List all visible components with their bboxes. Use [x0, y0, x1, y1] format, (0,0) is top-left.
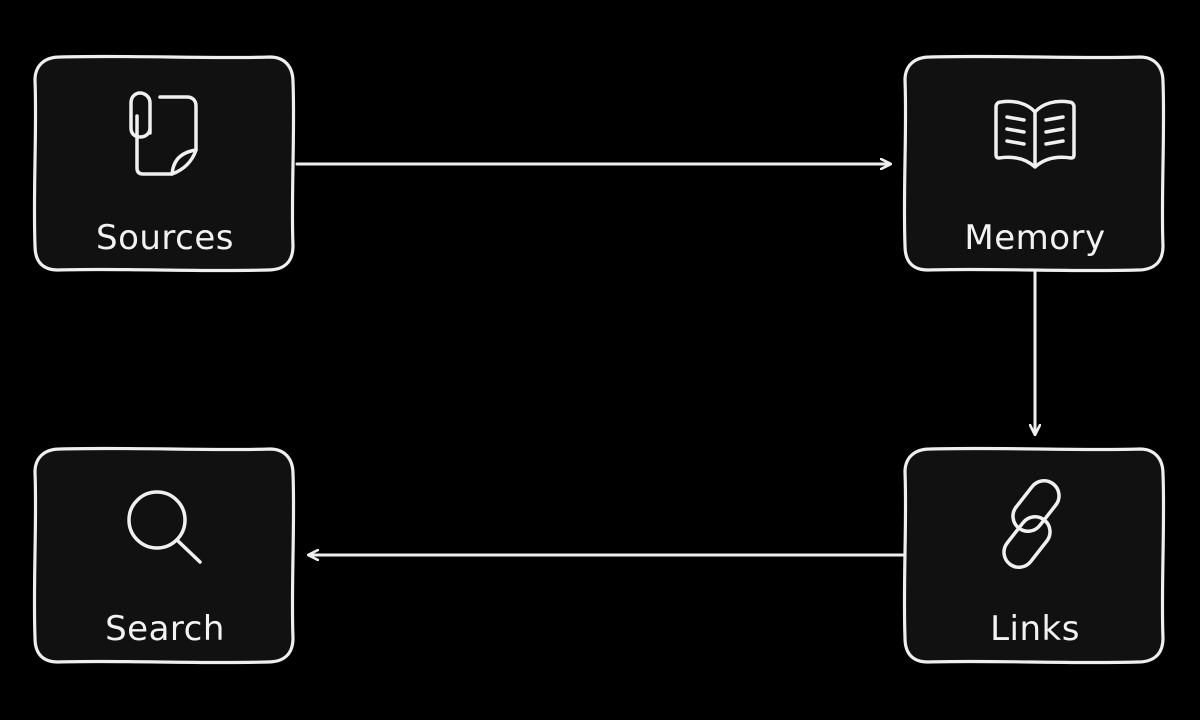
node-search[interactable]: Search: [32, 446, 296, 665]
chain-link-icon: [1002, 479, 1061, 569]
node-memory[interactable]: Memory: [902, 54, 1166, 273]
node-search-box: [32, 446, 296, 665]
open-book-icon: [994, 99, 1076, 169]
node-links-label: Links: [990, 609, 1080, 649]
magnifier-icon: [127, 490, 202, 564]
node-sources-box: [32, 54, 296, 273]
node-links[interactable]: Links: [902, 446, 1166, 665]
node-memory-label: Memory: [964, 218, 1105, 258]
node-sources-label: Sources: [96, 218, 234, 258]
node-sources[interactable]: Sources: [32, 54, 296, 273]
clipped-document-icon: [129, 91, 198, 176]
node-search-label: Search: [105, 609, 225, 649]
